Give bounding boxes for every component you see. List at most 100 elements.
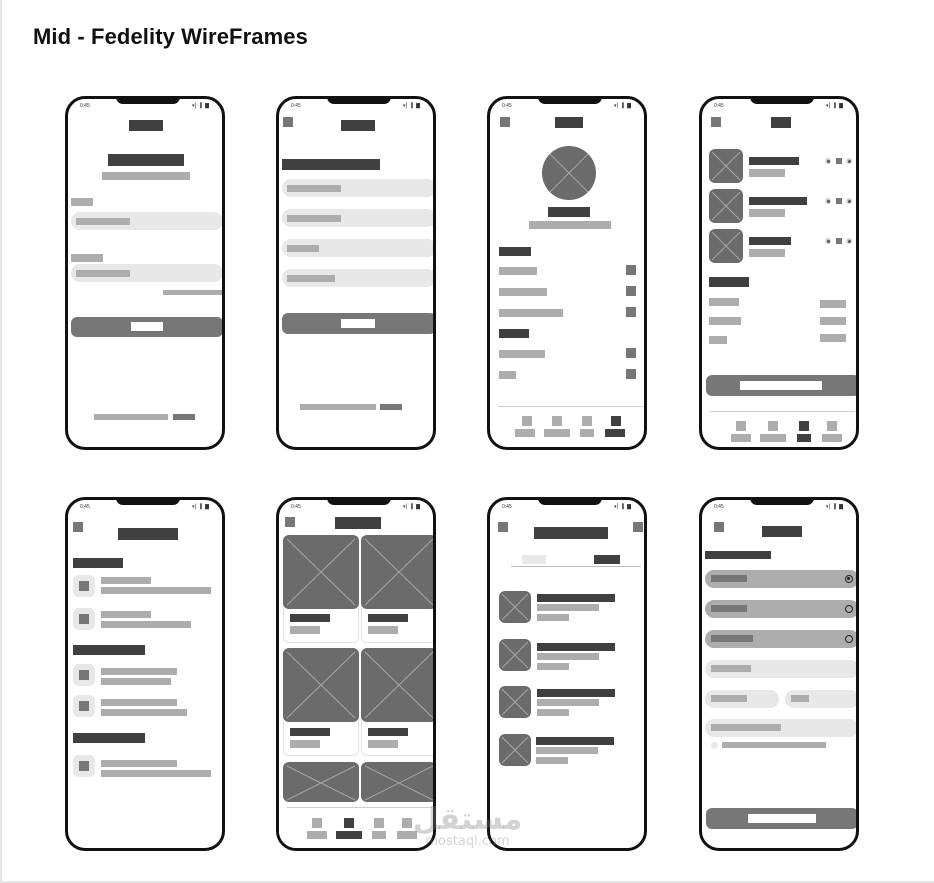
- checkbox-icon[interactable]: [711, 742, 718, 749]
- text-field[interactable]: [705, 660, 856, 678]
- row-label-block: [499, 267, 537, 275]
- tab-label-block: [307, 831, 327, 839]
- product-title-block: [290, 614, 330, 622]
- phone-field[interactable]: [282, 239, 433, 257]
- product-title-block: [368, 614, 408, 622]
- more-icon[interactable]: [633, 522, 643, 532]
- list-image-placeholder-icon: [499, 639, 531, 671]
- tab-icon-home[interactable]: [522, 416, 532, 426]
- chevron-right-icon[interactable]: [626, 307, 636, 317]
- radio-unselected-icon[interactable]: [845, 635, 853, 643]
- product-price-block: [290, 626, 320, 634]
- heading-block: [282, 159, 380, 170]
- password-field[interactable]: [71, 264, 222, 282]
- settings-row-icon: [79, 614, 89, 624]
- option-label-block: [711, 635, 753, 642]
- tab-label-block: [822, 434, 842, 442]
- quantity-plus-icon[interactable]: [846, 158, 852, 164]
- status-icons: ▾▏▍▇: [402, 103, 421, 109]
- subheading-block: [102, 172, 190, 180]
- quantity-plus-icon[interactable]: [846, 198, 852, 204]
- tab-icon-search[interactable]: [768, 421, 778, 431]
- phone-notch: [327, 500, 391, 505]
- tab-icon-cart[interactable]: [582, 416, 592, 426]
- chevron-right-icon[interactable]: [626, 348, 636, 358]
- radio-unselected-icon[interactable]: [845, 605, 853, 613]
- quantity-minus-icon[interactable]: [825, 198, 831, 204]
- chevron-right-icon[interactable]: [626, 265, 636, 275]
- product-price-block: [368, 740, 398, 748]
- status-icons: ▾▏▍▇: [613, 504, 632, 510]
- tab-icon-search[interactable]: [552, 416, 562, 426]
- product-image-placeholder-icon: [361, 648, 433, 722]
- back-icon[interactable]: [285, 517, 295, 527]
- heading-block: [108, 154, 184, 166]
- chevron-right-icon[interactable]: [626, 369, 636, 379]
- forgot-password-link[interactable]: [163, 290, 222, 295]
- quantity-minus-icon[interactable]: [825, 238, 831, 244]
- option-row-selected[interactable]: [705, 570, 856, 588]
- quantity-plus-icon[interactable]: [846, 238, 852, 244]
- back-icon[interactable]: [711, 117, 721, 127]
- section-heading-block: [499, 247, 531, 256]
- tab-icon-profile-active[interactable]: [611, 416, 621, 426]
- tab-icon-profile[interactable]: [827, 421, 837, 431]
- back-icon[interactable]: [73, 522, 83, 532]
- text-field-half[interactable]: [785, 690, 856, 708]
- option-label-block: [711, 605, 747, 612]
- option-row[interactable]: [705, 600, 856, 618]
- field-text-block: [76, 218, 130, 225]
- quantity-minus-icon[interactable]: [825, 158, 831, 164]
- tab-icon-shop-active[interactable]: [344, 818, 354, 828]
- option-row[interactable]: [705, 630, 856, 648]
- list-title-block: [537, 594, 615, 602]
- button-label-block: [740, 381, 822, 390]
- tab-icon-home[interactable]: [312, 818, 322, 828]
- back-icon[interactable]: [498, 522, 508, 532]
- tab-icon-profile[interactable]: [402, 818, 412, 828]
- checkbox-label-block: [722, 742, 826, 748]
- status-time: 0:45: [502, 103, 512, 109]
- radio-selected-icon[interactable]: [845, 575, 853, 583]
- chevron-right-icon[interactable]: [626, 286, 636, 296]
- login-link[interactable]: [380, 404, 402, 410]
- row-title-block: [101, 577, 151, 584]
- quantity-value-block: [836, 238, 842, 244]
- email-field[interactable]: [71, 212, 222, 230]
- field-text-block: [791, 695, 809, 702]
- status-time: 0:45: [714, 504, 724, 510]
- tab-icon-cart[interactable]: [374, 818, 384, 828]
- phone-profile: 0:45 ▾▏▍▇: [487, 96, 647, 450]
- tab-divider: [511, 566, 641, 567]
- field-text-block: [287, 245, 319, 252]
- row-label-block: [499, 288, 547, 296]
- phone-notch: [750, 500, 814, 505]
- sign-up-link[interactable]: [173, 414, 195, 420]
- tab-active[interactable]: [594, 555, 620, 564]
- header-title-block: [555, 117, 583, 128]
- field-label-block: [71, 254, 103, 262]
- back-icon[interactable]: [283, 117, 293, 127]
- list-image-placeholder-icon: [499, 686, 531, 718]
- tab-icon-home[interactable]: [736, 421, 746, 431]
- name-field[interactable]: [282, 179, 433, 197]
- list-meta-block: [536, 757, 568, 764]
- settings-row-icon: [79, 581, 89, 591]
- product-title-block: [368, 728, 408, 736]
- phone-notch: [538, 500, 602, 505]
- tab-icon-cart-active[interactable]: [799, 421, 809, 431]
- summary-value-block: [820, 300, 846, 308]
- field-text-block: [711, 724, 781, 731]
- back-icon[interactable]: [500, 117, 510, 127]
- tab-inactive[interactable]: [522, 555, 546, 564]
- back-icon[interactable]: [714, 522, 724, 532]
- page-title: Mid - Fedelity WireFrames: [33, 24, 308, 49]
- email-field[interactable]: [282, 209, 433, 227]
- section-heading-block: [73, 558, 123, 568]
- password-field[interactable]: [282, 269, 433, 287]
- product-title-block: [290, 728, 330, 736]
- settings-row-icon: [79, 670, 89, 680]
- field-label-block: [71, 198, 93, 206]
- phone-notch: [116, 99, 180, 104]
- item-price-block: [749, 169, 785, 177]
